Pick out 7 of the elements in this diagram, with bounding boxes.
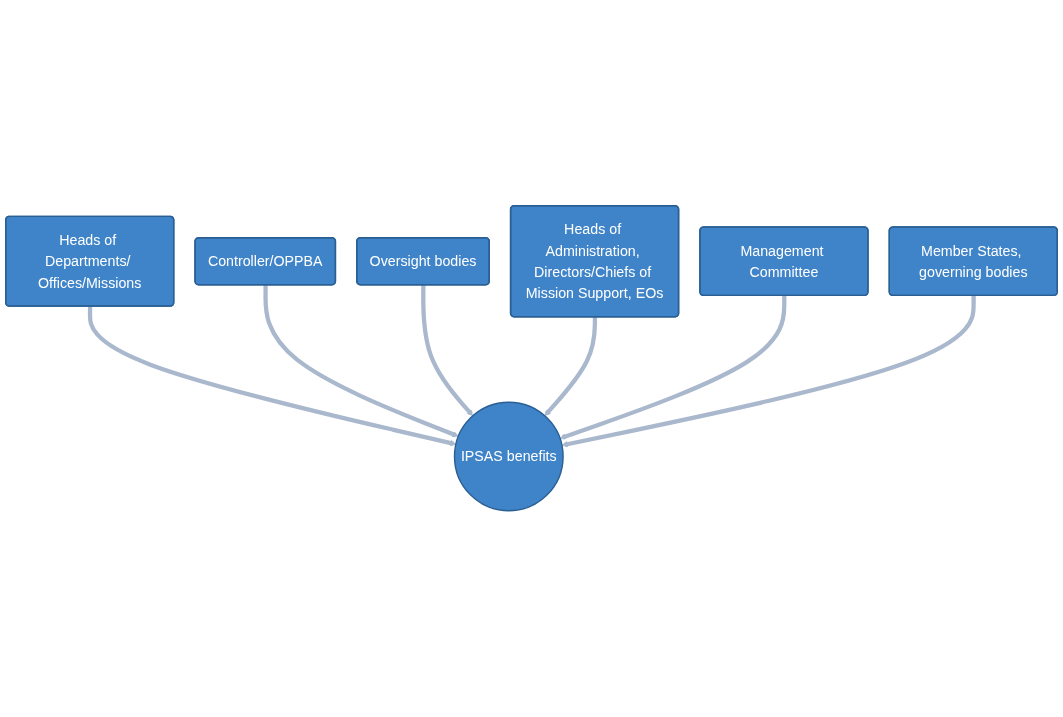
arrow bbox=[561, 296, 976, 448]
node-circle: IPSAS benefits bbox=[453, 401, 564, 512]
arrow bbox=[263, 285, 459, 438]
arrow bbox=[421, 285, 474, 417]
arrow bbox=[559, 296, 787, 440]
arrow bbox=[544, 317, 598, 417]
arrow bbox=[87, 306, 457, 447]
